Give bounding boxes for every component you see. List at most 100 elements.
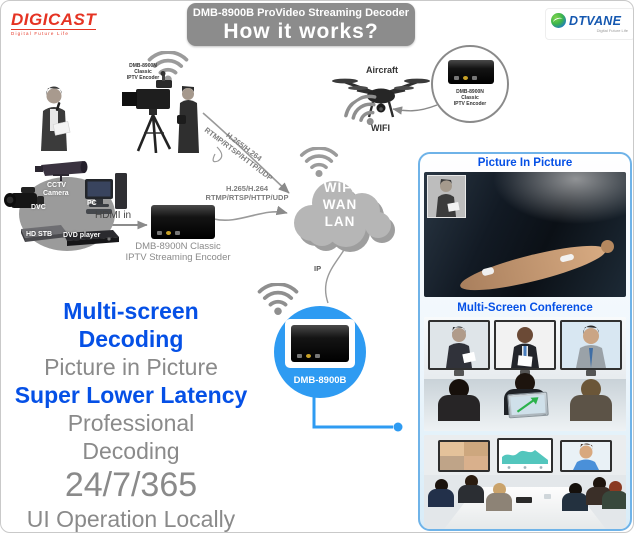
ip-label: IP bbox=[314, 264, 322, 273]
cctv-label-line2: Camera bbox=[43, 190, 69, 197]
pip-inset-window bbox=[427, 175, 466, 218]
encoder-inset-circle: DMB-8900N Classic IPTV Encoder bbox=[431, 45, 509, 123]
speakerphone bbox=[516, 497, 532, 503]
digicast-logo: DIGICAST Digital Future Life bbox=[11, 10, 97, 36]
digicast-logo-text: DIGICAST bbox=[11, 10, 97, 29]
studio-camera-photo bbox=[122, 71, 199, 153]
encoder-caption-line2: IPTV Streaming Encoder bbox=[125, 252, 231, 263]
drone-photo bbox=[332, 78, 430, 118]
conference-title: Multi-Screen Conference bbox=[457, 302, 593, 314]
meeting-screen-chart bbox=[497, 438, 553, 473]
feature-latency: Super Lower Latency bbox=[14, 382, 248, 408]
hdstb-label: HD STB bbox=[26, 231, 53, 238]
cloud-line-wifi: WIFI bbox=[323, 180, 357, 195]
feature-ui-operation: UI Operation Locally bbox=[26, 506, 236, 532]
drone-wifi-icon bbox=[344, 94, 377, 126]
meeting-screen-person bbox=[560, 440, 612, 472]
conference-avatar bbox=[576, 325, 606, 368]
protocol-line1: H.265/H.264 bbox=[225, 184, 269, 193]
network-cloud bbox=[294, 181, 395, 252]
table-item bbox=[544, 494, 551, 499]
dtvane-tagline: Digital Future Life bbox=[596, 28, 628, 33]
hd-stb-photo bbox=[21, 225, 67, 242]
decoder-device bbox=[291, 325, 349, 362]
conference-avatar bbox=[446, 326, 476, 368]
decoder-circle: DMB-8900B bbox=[274, 306, 366, 398]
pip-demo-image bbox=[424, 172, 626, 297]
inset-label-line1: DMB-8900N bbox=[456, 89, 484, 95]
pc-label: PC bbox=[87, 200, 97, 207]
wave-splash bbox=[486, 172, 626, 228]
page-title: How it works? bbox=[223, 20, 379, 43]
digicast-tagline: Digital Future Life bbox=[11, 29, 97, 36]
cctv-label-line1: CCTV bbox=[47, 182, 67, 189]
inset-label-line3: IPTV Encoder bbox=[453, 101, 487, 107]
teal-area-chart bbox=[502, 450, 548, 469]
pip-title: Picture In Picture bbox=[477, 157, 573, 169]
remote-person-avatar bbox=[573, 443, 599, 470]
mini-label-line1: DMB-8900N bbox=[129, 63, 157, 69]
title-subline: DMB-8900B ProVideo Streaming Decoder bbox=[192, 7, 410, 19]
dtvane-globe-icon bbox=[551, 13, 566, 28]
decoder-to-panel-line bbox=[312, 397, 393, 429]
cloud-line-wan: WAN bbox=[322, 197, 358, 212]
pip-reporter-thumb bbox=[436, 179, 460, 217]
attendee-silhouette bbox=[438, 379, 480, 421]
cloud-wifi-icon bbox=[299, 147, 339, 177]
meeting-attendee bbox=[602, 481, 626, 509]
encoder-to-cloud-arrow bbox=[213, 205, 288, 221]
meeting-attendee bbox=[562, 483, 588, 511]
dtvane-logo: DTVANE Digital Future Life bbox=[545, 8, 633, 40]
decoder-wifi-icon bbox=[257, 283, 299, 315]
encoder-caption-line1: DMB-8900N Classic bbox=[135, 241, 221, 252]
dvd-label: DVD player bbox=[63, 232, 101, 239]
laptop bbox=[507, 391, 549, 419]
conference-demo-image bbox=[424, 317, 626, 431]
connector-dot bbox=[393, 422, 403, 432]
drone-wifi-label: WIFI bbox=[371, 123, 390, 133]
protocol-line1: H.265/H.264 bbox=[224, 130, 264, 164]
dtvane-logo-text: DTVANE bbox=[569, 13, 622, 28]
inset-encoder-device bbox=[448, 60, 494, 84]
showcase-panel: Picture In Picture Multi-Screen Conferen… bbox=[418, 152, 632, 531]
conference-avatar bbox=[511, 327, 539, 368]
screen-stand bbox=[454, 370, 464, 376]
feature-decoding-blue: Decoding bbox=[78, 326, 184, 352]
mini-label-line3: IPTV Encoder bbox=[126, 75, 160, 81]
dvc-camcorder-photo bbox=[4, 187, 44, 208]
aircraft-label: Aircraft bbox=[365, 65, 398, 75]
model-figure bbox=[457, 237, 609, 297]
reporter-photo bbox=[41, 86, 71, 151]
inset-label-line2: Classic bbox=[461, 95, 479, 101]
feature-multiscreen: Multi-screen bbox=[63, 298, 199, 324]
cloud-text: WIFI WAN LAN bbox=[284, 179, 396, 230]
decoder-photo-frame bbox=[285, 319, 355, 368]
camera-encoder-mini-label: DMB-8900N Classic IPTV Encoder bbox=[117, 63, 169, 81]
pc-photo bbox=[85, 173, 127, 214]
conference-screen-left bbox=[428, 320, 490, 370]
cctv-camera-photo bbox=[35, 161, 88, 181]
dvd-player-photo bbox=[63, 230, 119, 246]
protocol-line2: RTMP/RTSP/HTTP/UDP bbox=[205, 192, 289, 202]
conference-screen-middle bbox=[494, 320, 556, 370]
title-box: DMB-8900B ProVideo Streaming Decoder How… bbox=[187, 3, 415, 46]
model-head bbox=[601, 240, 614, 253]
meeting-room-image bbox=[424, 435, 626, 529]
conference-screen-right bbox=[560, 320, 622, 370]
protocol-line2: RTMP/RTSP/HTTP/UDP bbox=[203, 124, 275, 183]
feature-list: Multi-screen Decoding Picture in Picture… bbox=[9, 297, 253, 532]
encoder-device bbox=[151, 205, 215, 239]
inset-encoder-label: DMB-8900N Classic IPTV Encoder bbox=[441, 89, 499, 107]
encoder-caption: DMB-8900N Classic IPTV Streaming Encoder bbox=[113, 241, 243, 263]
growth-arrow-icon bbox=[510, 394, 546, 416]
feature-pip: Picture in Picture bbox=[44, 354, 218, 380]
dvc-label: DVC bbox=[31, 204, 46, 211]
protocol-label-wired: H.265/H.264 RTMP/RTSP/HTTP/UDP bbox=[203, 184, 291, 202]
attendee-silhouette bbox=[570, 379, 612, 421]
feature-decoding-gray: Decoding bbox=[82, 438, 180, 464]
feature-247365: 24/7/365 bbox=[64, 466, 198, 504]
meeting-attendee bbox=[428, 479, 454, 507]
cloud-line-lan: LAN bbox=[324, 214, 356, 229]
meeting-attendee bbox=[486, 483, 512, 511]
